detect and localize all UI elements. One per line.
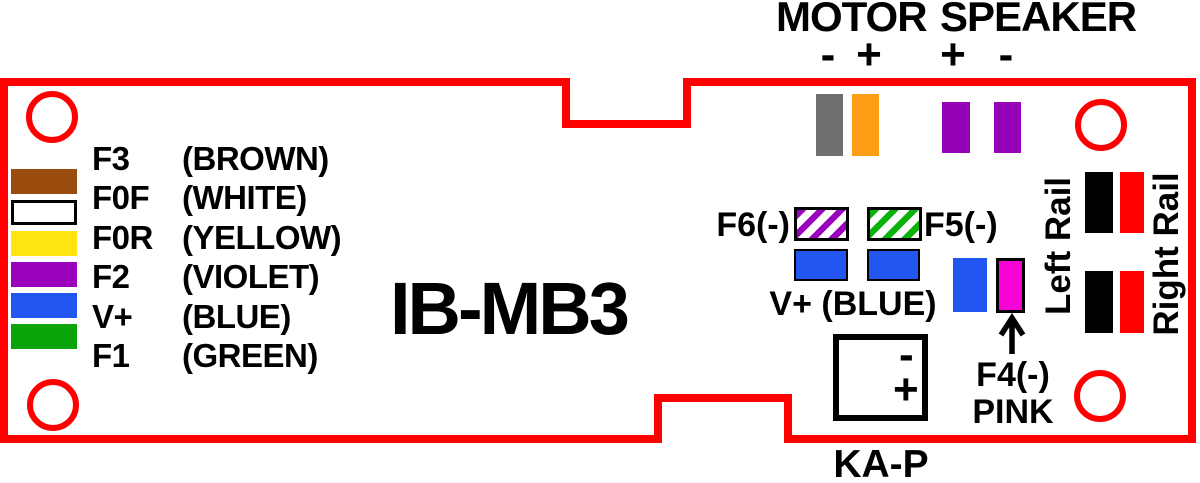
wire-label-f1: F1 bbox=[92, 336, 130, 374]
swatch-violet bbox=[11, 262, 77, 287]
f6-label: F6(-) bbox=[716, 206, 790, 244]
motor-pos-sign: + bbox=[856, 30, 882, 79]
wire-label-f3: F3 bbox=[92, 140, 130, 177]
speaker-pos-pad bbox=[942, 102, 970, 153]
wire-color-white: (WHITE) bbox=[182, 179, 307, 217]
keep-alive-pos-sign: + bbox=[893, 365, 919, 414]
wire-color-blue: (BLUE) bbox=[182, 297, 291, 335]
right-rail-label: Right Rail bbox=[1147, 172, 1186, 336]
wire-legend: F3 (BROWN) F0F (WHITE) F0R (YELLOW) F2 (… bbox=[92, 139, 342, 375]
motor-neg-pad bbox=[816, 94, 843, 156]
wire-color-violet: (VIOLET) bbox=[182, 258, 320, 296]
f5-label: F5(-) bbox=[924, 206, 998, 244]
f4-color-word: PINK bbox=[972, 393, 1054, 431]
wire-label-f2: F2 bbox=[92, 258, 130, 296]
board-name: IB-MB3 bbox=[390, 267, 630, 350]
keep-alive-neg-sign: - bbox=[899, 330, 914, 379]
mounting-hole-bottom-left bbox=[27, 379, 79, 431]
wire-label-vplus: V+ bbox=[92, 297, 133, 335]
mounting-hole-top-right bbox=[1075, 99, 1127, 151]
wire-label-f0f: F0F bbox=[92, 179, 150, 217]
wire-label-f0r: F0R bbox=[92, 218, 153, 256]
f6-pad bbox=[794, 207, 849, 241]
f4-pink-pad bbox=[996, 258, 1025, 313]
vplus-label: V+ (BLUE) bbox=[769, 285, 937, 323]
vplus-pad-left bbox=[794, 249, 848, 281]
swatch-white bbox=[11, 200, 77, 225]
swatch-blue bbox=[11, 293, 77, 318]
board-outline bbox=[0, 78, 1196, 443]
f5-pad bbox=[867, 207, 922, 241]
swatch-brown bbox=[11, 169, 77, 194]
up-arrow-icon bbox=[998, 312, 1026, 354]
wire-color-brown: (BROWN) bbox=[182, 140, 329, 177]
motor-neg-sign: - bbox=[820, 30, 836, 79]
mounting-hole-top-left bbox=[26, 91, 78, 143]
motor-label: MOTOR bbox=[776, 0, 928, 40]
wire-color-green: (GREEN) bbox=[182, 336, 318, 374]
right-rail-pad-top bbox=[1120, 172, 1144, 233]
swatch-yellow bbox=[11, 231, 77, 256]
vplus-pad-right bbox=[867, 249, 920, 281]
wire-color-swatches bbox=[11, 169, 77, 349]
right-rail-pad-bottom bbox=[1120, 271, 1144, 333]
left-rail-pad-top bbox=[1085, 172, 1113, 233]
keep-alive-label: KA-P bbox=[833, 443, 929, 483]
vplus-pad-vertical bbox=[953, 258, 987, 312]
left-rail-label: Left Rail bbox=[1039, 176, 1078, 316]
speaker-neg-sign: - bbox=[998, 30, 1014, 79]
keep-alive-connector-box bbox=[833, 334, 928, 421]
wire-color-yellow: (YELLOW) bbox=[182, 218, 342, 256]
left-rail-pad-bottom bbox=[1085, 271, 1113, 333]
motor-pos-pad bbox=[852, 94, 879, 156]
speaker-pos-sign: + bbox=[940, 30, 966, 79]
f4-label: F4(-) bbox=[976, 356, 1050, 394]
mounting-hole-bottom-right bbox=[1074, 370, 1126, 422]
speaker-neg-pad bbox=[994, 102, 1021, 153]
swatch-green bbox=[11, 324, 77, 349]
speaker-label: SPEAKER bbox=[940, 0, 1137, 40]
